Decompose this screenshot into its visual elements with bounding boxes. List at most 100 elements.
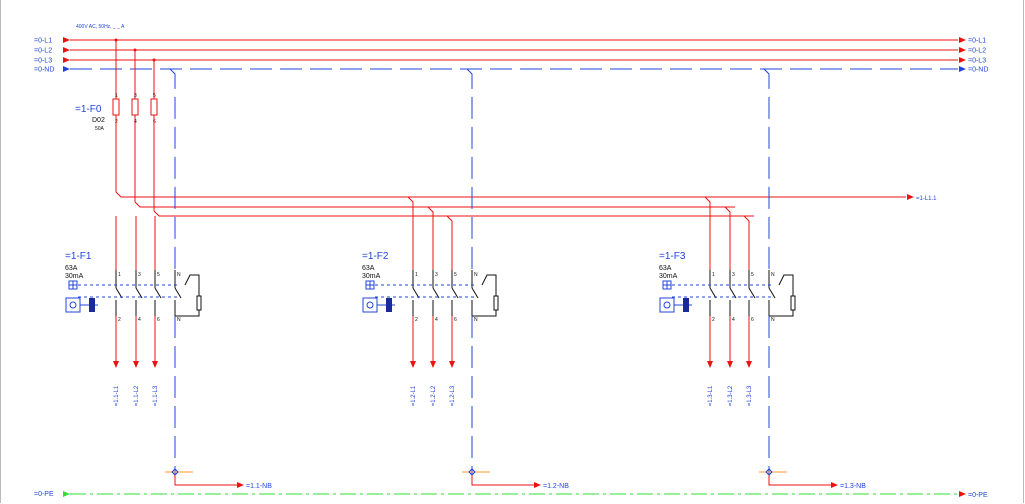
fuse-rating: 50A (95, 126, 105, 132)
rcd-contact-blade (451, 287, 459, 299)
rcd-pin-bottom: 2 (415, 317, 418, 323)
bus-label-left: =0-L3 (34, 58, 52, 65)
bus-label-left: =0-ND (34, 67, 54, 74)
rcd-pin-bottom: 6 (454, 317, 457, 323)
rcd-pin-top: N (474, 272, 478, 278)
neutral-arrow (237, 482, 244, 488)
crossref-label: =1-L1.1 (916, 196, 937, 202)
bus-exit-arrow (959, 57, 966, 63)
neutral-bridge (768, 475, 831, 486)
output-label: =1.2-L3 (450, 385, 456, 406)
rcd-pin-bottom: 2 (712, 317, 715, 323)
test-resistor (790, 295, 796, 311)
output-arrow (707, 361, 713, 368)
fuse-element (112, 98, 120, 116)
rcd-tag: =1-F2 (362, 251, 389, 262)
rcd-pin-bottom: 4 (732, 317, 735, 323)
rcd-tag: =1-F1 (65, 251, 92, 262)
rcd-pin-top: N (771, 272, 775, 278)
fuse-element (150, 98, 158, 116)
rcd-pin-top: 1 (415, 272, 418, 278)
bus-exit-arrow (959, 37, 966, 43)
output-arrow (113, 361, 119, 368)
output-label: =1.2-L1 (411, 385, 417, 406)
test-button-lever (184, 274, 200, 296)
neutral-output-label: =1.1-NB (246, 483, 272, 490)
bus-label-right: =0-L2 (968, 48, 986, 55)
trip-relay-housing (659, 297, 675, 313)
rcd-pin-bottom: 6 (157, 317, 160, 323)
rcd-input-conductor (743, 215, 750, 270)
rcd-contact-blade (768, 287, 776, 299)
rcd-pin-bottom: N (474, 317, 478, 323)
fuse-tag: =1-F0 (75, 104, 102, 115)
pe-exit-arrow (959, 491, 966, 497)
trip-relay-housing (362, 297, 378, 313)
trip-relay-coil (366, 301, 374, 309)
crossref-arrow (907, 194, 914, 200)
rcd-pin-bottom: N (177, 317, 181, 323)
rcd-rating: 63A (362, 265, 375, 272)
output-arrow (430, 361, 436, 368)
rcd-contact-blade (748, 287, 756, 299)
bus-entry-arrow (63, 66, 70, 72)
rcd-pin-top: N (177, 272, 181, 278)
fuse-element (131, 98, 139, 116)
bus-exit-arrow (959, 47, 966, 53)
test-circuit-return (175, 310, 200, 317)
output-label: =1.3-L1 (708, 385, 714, 406)
junction-dot (133, 48, 137, 52)
rcd-pin-top: 5 (454, 272, 457, 278)
rcd-contact-blade (412, 287, 420, 299)
distribution-l3 (153, 210, 754, 217)
bus-entry-arrow (63, 57, 70, 63)
test-circuit-return (769, 310, 794, 317)
rcd-contact-blade (432, 287, 440, 299)
bus-label-right: =0-L3 (968, 58, 986, 65)
bus-exit-arrow (959, 66, 966, 72)
neutral-output-label: =1.2-NB (543, 483, 569, 490)
pe-entry-arrow (63, 491, 70, 497)
output-arrow (727, 361, 733, 368)
rcd-input-conductor (446, 215, 453, 270)
distribution-l2 (134, 201, 735, 208)
test-button-lever (481, 274, 497, 296)
junction-dot (114, 38, 118, 42)
rcd-pin-bottom: N (771, 317, 775, 323)
fuse-type: D02 (92, 117, 105, 124)
output-arrow (746, 361, 752, 368)
output-label: =1.1-L1 (114, 385, 120, 406)
rcd-input-conductor (704, 196, 711, 270)
rcd-sensitivity: 30mA (659, 273, 678, 280)
output-label: =1.2-L2 (431, 385, 437, 406)
neutral-feeder (763, 68, 770, 270)
distribution-l1 (115, 191, 906, 198)
rcd-contact-blade (471, 287, 479, 299)
rcd-contact-blade (154, 287, 162, 299)
pe-label-right: =0-PE (968, 492, 988, 499)
neutral-bridge (471, 475, 534, 486)
fuse-pin-top: 3 (134, 93, 137, 99)
neutral-arrow (534, 482, 541, 488)
rcd-contact-blade (135, 287, 143, 299)
output-label: =1.3-L2 (728, 385, 734, 406)
output-arrow (133, 361, 139, 368)
neutral-output-label: =1.3-NB (840, 483, 866, 490)
bus-entry-arrow (63, 47, 70, 53)
output-label: =1.1-L2 (134, 385, 140, 406)
rcd-input-conductor (427, 206, 434, 270)
sum-current-transformer (89, 298, 95, 312)
supply-label: 400V AC, 50Hz, _ _ A (76, 24, 125, 30)
fuse-pin-top: 1 (115, 93, 118, 99)
neutral-feeder (169, 68, 176, 270)
rcd-pin-top: 5 (751, 272, 754, 278)
output-arrow (410, 361, 416, 368)
trip-relay-housing (65, 297, 81, 313)
rcd-pin-bottom: 4 (435, 317, 438, 323)
rcd-sensitivity: 30mA (65, 273, 84, 280)
trip-relay-coil (663, 301, 671, 309)
test-resistor (196, 295, 202, 311)
rcd-pin-top: 1 (712, 272, 715, 278)
rcd-contact-blade (709, 287, 717, 299)
